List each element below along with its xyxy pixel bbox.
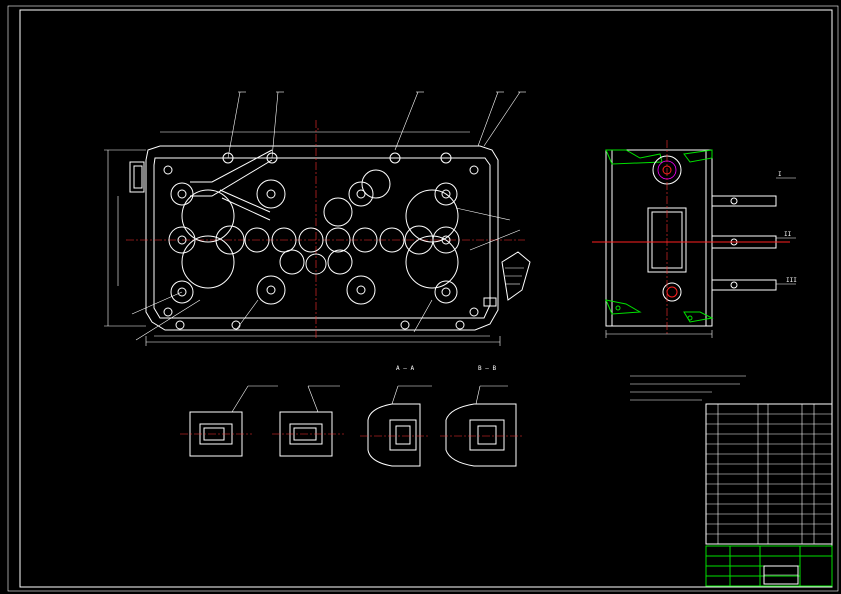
output-shaft-top xyxy=(711,195,777,207)
detail-section-2 xyxy=(272,385,344,457)
bolt-holes xyxy=(163,152,479,330)
shaft-callout-2: II xyxy=(784,231,792,238)
detail-section-1 xyxy=(180,385,278,457)
side-view: I II III xyxy=(592,140,797,338)
gear-circles xyxy=(168,169,460,305)
detail-section-b: B — B xyxy=(440,365,524,467)
title-block xyxy=(705,545,833,587)
oil-dipstick xyxy=(501,251,531,301)
sheet-inner-border xyxy=(19,9,833,588)
technical-notes xyxy=(630,375,746,401)
front-view xyxy=(104,91,531,346)
detail-section-a: A — A xyxy=(360,365,432,467)
shaft-callout-1: I xyxy=(778,171,782,178)
section-b-label: B — B xyxy=(478,365,496,372)
side-housing-outline xyxy=(605,149,713,327)
section-a-label: A — A xyxy=(396,365,414,372)
parts-list-table xyxy=(705,403,833,545)
sheet-outer-border xyxy=(7,5,839,592)
output-shaft-bottom xyxy=(711,279,777,291)
gearbox-housing-outline xyxy=(145,145,499,331)
shaft-callout-3: III xyxy=(786,277,797,284)
